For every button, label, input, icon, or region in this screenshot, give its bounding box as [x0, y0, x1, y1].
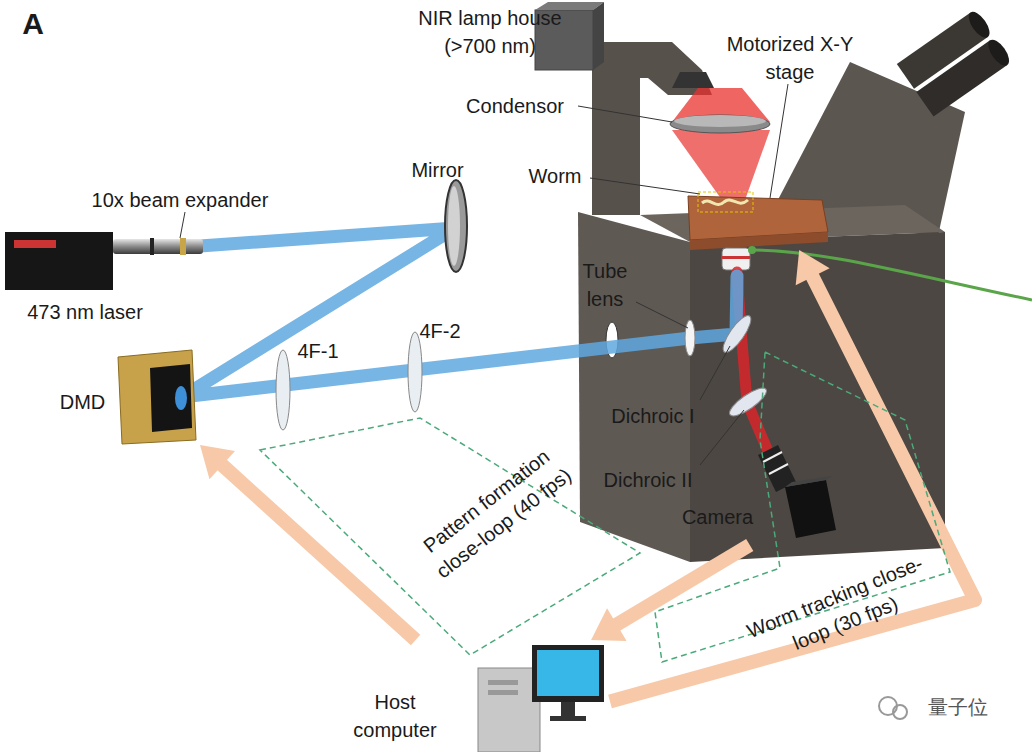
tracking-loop-box: Worm tracking close-loop (30 fps) — [650, 350, 955, 665]
eyepiece-cap — [965, 8, 994, 41]
mirror — [445, 180, 467, 272]
leader-line — [700, 410, 744, 465]
dichroic-mirror — [719, 312, 756, 356]
camera-body — [785, 480, 836, 538]
leader-line — [578, 106, 672, 122]
pattern-loop-box: Pattern formation close-loop (40 fps) — [258, 415, 643, 657]
arrow-head — [200, 445, 235, 479]
panel-letter: A — [18, 6, 48, 42]
part-label: 10x beam expander — [90, 186, 270, 214]
part-label: Mirror — [400, 156, 475, 184]
nir-light-cone — [672, 130, 770, 200]
tube-lens — [685, 320, 695, 356]
host-computer-node: Host computer — [340, 640, 610, 752]
part-label: Dichroic II — [588, 466, 708, 494]
part-label: Condensor — [455, 92, 575, 120]
node-label: DMD — [55, 388, 110, 416]
worm — [702, 200, 748, 205]
arrow-head — [591, 608, 626, 641]
dmd-chip — [150, 364, 192, 432]
arrow-head — [796, 250, 830, 285]
lamp-house-side — [593, 2, 604, 70]
dmd-node: DMD — [55, 350, 200, 445]
node-label: Worm tracking close-loop (30 fps) — [737, 547, 943, 674]
dmd-mount — [118, 350, 196, 444]
leader-line — [770, 84, 788, 198]
camera-node: Camera — [680, 470, 835, 545]
watermark-icon — [893, 705, 907, 719]
lens-4f-2 — [408, 332, 422, 412]
lens-4f-1 — [276, 350, 290, 430]
laser-sticker — [14, 240, 56, 248]
monitor-screen — [537, 650, 599, 696]
dmd-beam-spot — [175, 386, 187, 410]
control-arrow — [200, 445, 416, 640]
part-label: 4F-2 — [415, 317, 465, 345]
camera-body-top — [785, 476, 832, 487]
camera-lens-ring — [763, 452, 782, 462]
part-label: 473 nm laser — [15, 298, 155, 326]
computer-drive — [488, 690, 518, 695]
lamp-nozzle — [672, 72, 714, 88]
optical-fiber — [752, 250, 1032, 300]
eyepiece-cap — [984, 36, 1013, 69]
leader-line — [180, 212, 185, 238]
watermark: 量子位 — [908, 693, 1008, 721]
worm-region — [698, 192, 753, 212]
arrow-shaft — [221, 464, 416, 640]
objective-ring — [722, 256, 750, 259]
condensor-lens — [674, 115, 766, 127]
beam-expander — [113, 239, 203, 254]
fiber-tip — [748, 246, 756, 254]
condensor-lens — [670, 115, 770, 133]
leader-line — [700, 346, 730, 400]
dashed-outline-path — [260, 418, 640, 655]
monitor-base — [550, 716, 586, 721]
part-label: NIR lamp house (>700 nm) — [405, 4, 575, 60]
part-label: Worm — [520, 162, 590, 190]
node-label: Motorized X-Y stage — [720, 30, 860, 86]
part-label: Dichroic I — [598, 402, 708, 430]
xy-stage-edge — [690, 232, 828, 250]
mirror-face — [448, 186, 460, 266]
node-label: Pattern formation close-loop (40 fps) — [399, 428, 591, 595]
watermark-icon — [879, 697, 897, 715]
stage-node: Motorized X-Y stage — [700, 28, 860, 250]
monitor-frame — [532, 645, 604, 702]
camera-lens-ring — [769, 464, 788, 474]
leader-line — [636, 302, 688, 328]
leader-line — [590, 178, 700, 194]
part-label: Tube lens — [573, 257, 637, 313]
laser-body — [5, 232, 113, 290]
beam-expander-ring — [180, 238, 186, 255]
dichroic-mirror — [726, 384, 770, 421]
computer-drive — [488, 680, 518, 685]
beam-expander-ring — [150, 238, 154, 255]
computer-tower — [478, 668, 540, 752]
node-label: Camera — [680, 503, 755, 531]
node-label: Host computer — [340, 688, 450, 744]
monitor-stand — [561, 702, 575, 718]
control-arrow — [591, 545, 750, 641]
part-label: 4F-1 — [293, 337, 343, 365]
